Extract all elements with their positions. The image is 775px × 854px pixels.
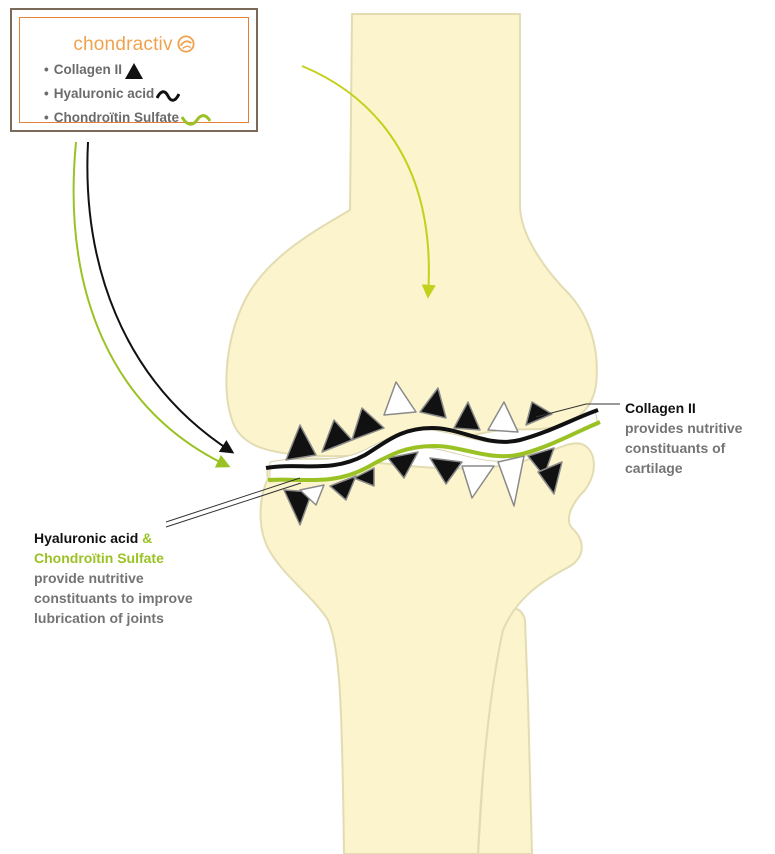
brand-name: chondractiv	[73, 34, 172, 55]
green-arrow	[74, 142, 228, 466]
bullet: •	[44, 110, 49, 125]
legend-label-hyaluronic: Hyaluronic acid	[54, 86, 155, 101]
collagen-annotation-title: Collagen II	[625, 398, 742, 418]
bullet: •	[44, 86, 49, 101]
bullet: •	[44, 62, 49, 77]
collagen-annotation-line1: provides nutritive	[625, 418, 742, 438]
tibia-bone	[261, 443, 594, 854]
legend-item-collagen: • Collagen II	[44, 62, 144, 80]
legend-label-collagen: Collagen II	[54, 62, 122, 77]
legend-item-chondroitin: • Chondroïtin Sulfate	[44, 110, 211, 128]
hyaluronic-annotation-line1: provide nutritive	[34, 568, 193, 588]
ampersand: &	[138, 530, 152, 546]
legend-item-hyaluronic: • Hyaluronic acid	[44, 86, 180, 104]
black-arrow	[87, 142, 232, 452]
hyaluronic-annotation: Hyaluronic acid & Chondroïtin Sulfate pr…	[34, 528, 193, 628]
legend-inner-frame: chondractiv • Collagen II • Hyaluronic aci…	[19, 17, 249, 123]
collagen-annotation-line2: constituants of	[625, 438, 742, 458]
hyaluronic-annotation-line2: constituants to improve	[34, 588, 193, 608]
hyaluronic-annotation-title-line: Hyaluronic acid &	[34, 528, 193, 548]
green-wave-icon	[181, 112, 211, 128]
legend-box: chondractiv • Collagen II • Hyaluronic aci…	[10, 8, 258, 132]
legend-label-chondroitin: Chondroïtin Sulfate	[54, 110, 179, 125]
femur-bone	[226, 14, 596, 456]
black-triangle-icon	[124, 62, 144, 80]
brand-emblem-icon	[177, 35, 195, 53]
collagen-annotation: Collagen II provides nutritive constitua…	[625, 398, 742, 478]
hyaluronic-annotation-line3: lubrication of joints	[34, 608, 193, 628]
black-wave-icon	[156, 88, 180, 104]
brand-logo: chondractiv	[20, 34, 248, 56]
collagen-annotation-line3: cartilage	[625, 458, 742, 478]
chondroitin-annotation-title: Chondroïtin Sulfate	[34, 548, 193, 568]
hyaluronic-annotation-title: Hyaluronic acid	[34, 530, 138, 546]
